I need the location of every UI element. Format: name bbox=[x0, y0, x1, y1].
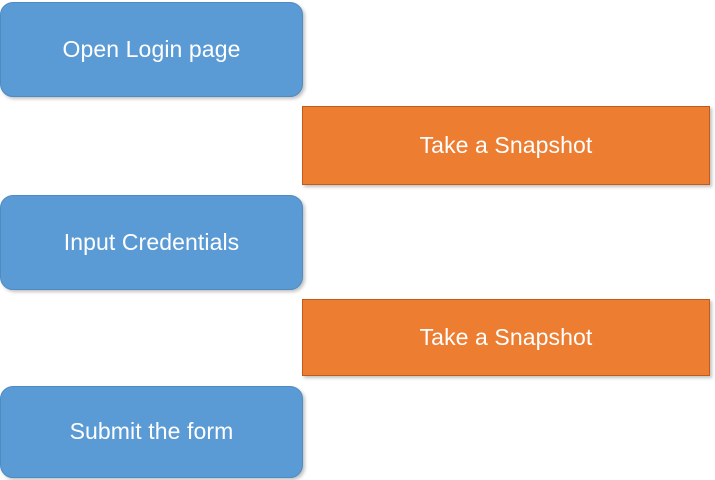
node-open-login-page[interactable]: Open Login page bbox=[0, 2, 303, 97]
node-label-snapshot-2: Take a Snapshot bbox=[419, 323, 593, 350]
node-input-credentials[interactable]: Input Credentials bbox=[0, 195, 303, 290]
node-label-input-credentials: Input Credentials bbox=[63, 228, 240, 255]
node-label-submit-the-form: Submit the form bbox=[69, 418, 234, 445]
node-label-snapshot-1: Take a Snapshot bbox=[419, 131, 593, 158]
node-snapshot-1[interactable]: Take a Snapshot bbox=[302, 106, 710, 185]
node-submit-the-form[interactable]: Submit the form bbox=[0, 386, 303, 478]
node-snapshot-2[interactable]: Take a Snapshot bbox=[302, 299, 710, 376]
node-label-open-login-page: Open Login page bbox=[62, 35, 241, 62]
